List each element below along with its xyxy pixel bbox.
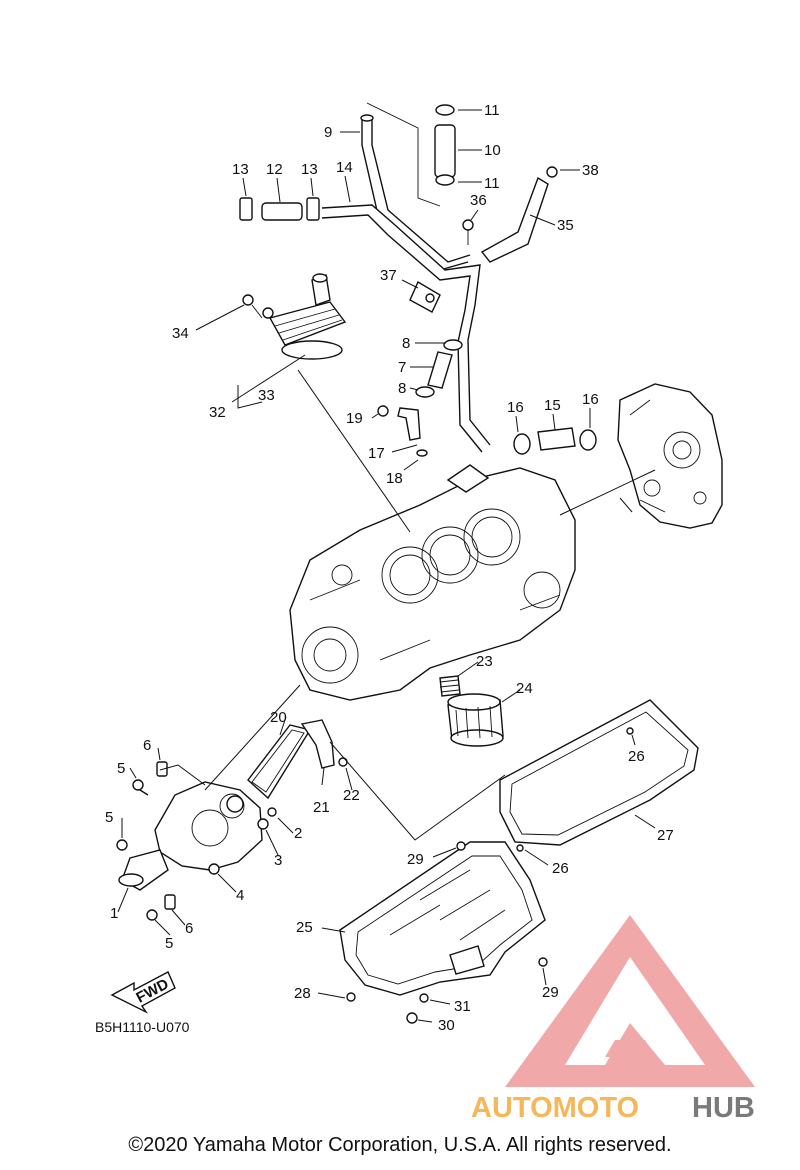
label-23: 23 (476, 653, 493, 670)
oil-pump-assembly (118, 781, 263, 891)
label-14: 14 (336, 159, 353, 176)
label-9: 9 (324, 124, 332, 141)
label-6b: 6 (185, 920, 193, 937)
reference-lines (159, 369, 656, 841)
oil-cooler-33 (242, 273, 347, 360)
label-4: 4 (236, 887, 244, 904)
label-37: 37 (380, 267, 397, 284)
hose-15-clamps-16 (513, 427, 597, 455)
hose-7-clamps-8 (415, 339, 463, 398)
oil-pump-chain-20 (247, 724, 312, 800)
watermark-text-b: HUB (692, 1092, 755, 1124)
connector-37 (409, 280, 441, 313)
label-29b: 29 (542, 984, 559, 1001)
part-labels: 11 10 11 9 13 12 13 14 38 36 35 37 34 8 … (105, 102, 674, 1034)
small-bolts (116, 727, 634, 1024)
label-11b: 11 (484, 175, 500, 192)
label-29a: 29 (407, 851, 424, 868)
label-35: 35 (557, 217, 574, 234)
label-11a: 11 (484, 102, 500, 119)
label-16b: 16 (582, 391, 599, 408)
label-25: 25 (296, 919, 313, 936)
label-6a: 6 (143, 737, 151, 754)
label-20: 20 (270, 709, 287, 726)
forward-arrow: FWD (110, 971, 176, 1014)
label-17: 17 (368, 445, 385, 462)
crankcase-cover (617, 383, 723, 529)
label-10: 10 (484, 142, 501, 159)
label-15: 15 (544, 397, 561, 414)
pipe-14 (321, 204, 491, 453)
label-21: 21 (313, 799, 330, 816)
bracket-35 (462, 166, 558, 263)
leader-lines (117, 109, 656, 1023)
automotohub-watermark: AUTOMOTO HUB (471, 915, 755, 1124)
label-26b: 26 (552, 860, 569, 877)
watermark-text-a: AUTOMOTO (471, 1092, 639, 1124)
label-3: 3 (274, 852, 282, 869)
label-12: 12 (266, 161, 283, 178)
label-26a: 26 (628, 748, 645, 765)
copyright-notice: ©2020 Yamaha Motor Corporation, U.S.A. A… (128, 1134, 672, 1156)
label-28: 28 (294, 985, 311, 1002)
label-8a: 8 (402, 335, 410, 352)
oil-pan-gasket-27 (499, 699, 699, 846)
label-13a: 13 (232, 161, 249, 178)
union-bolt-23 (439, 675, 461, 697)
oil-filter-24 (447, 693, 504, 747)
label-30: 30 (438, 1017, 455, 1034)
label-36: 36 (470, 192, 487, 209)
label-22: 22 (343, 787, 360, 804)
engine-block (289, 464, 576, 701)
label-1: 1 (110, 905, 118, 922)
label-34: 34 (172, 325, 189, 342)
label-18: 18 (386, 470, 403, 487)
label-16a: 16 (507, 399, 524, 416)
label-38: 38 (582, 162, 599, 179)
oil-pan-25 (339, 841, 546, 996)
label-33: 33 (258, 387, 275, 404)
label-7: 7 (398, 359, 406, 376)
pipe-17 (377, 405, 428, 457)
label-24: 24 (516, 680, 533, 697)
label-27: 27 (657, 827, 674, 844)
coolant-pipe-9 (360, 102, 471, 271)
label-2: 2 (294, 825, 302, 842)
chain-guide-21 (300, 719, 335, 769)
label-13b: 13 (301, 161, 318, 178)
label-5a: 5 (117, 760, 125, 777)
label-5b: 5 (105, 809, 113, 826)
label-31: 31 (454, 998, 471, 1015)
label-5c: 5 (165, 935, 173, 952)
label-32: 32 (209, 404, 226, 421)
diagram-code: B5H1110-U070 (95, 1019, 190, 1035)
label-8b: 8 (398, 380, 406, 397)
hose-12-clamps-13 (239, 197, 320, 221)
label-19: 19 (346, 410, 363, 427)
triangle-logo-icon (505, 915, 755, 1087)
hose-10-with-clamps-11 (434, 104, 456, 186)
